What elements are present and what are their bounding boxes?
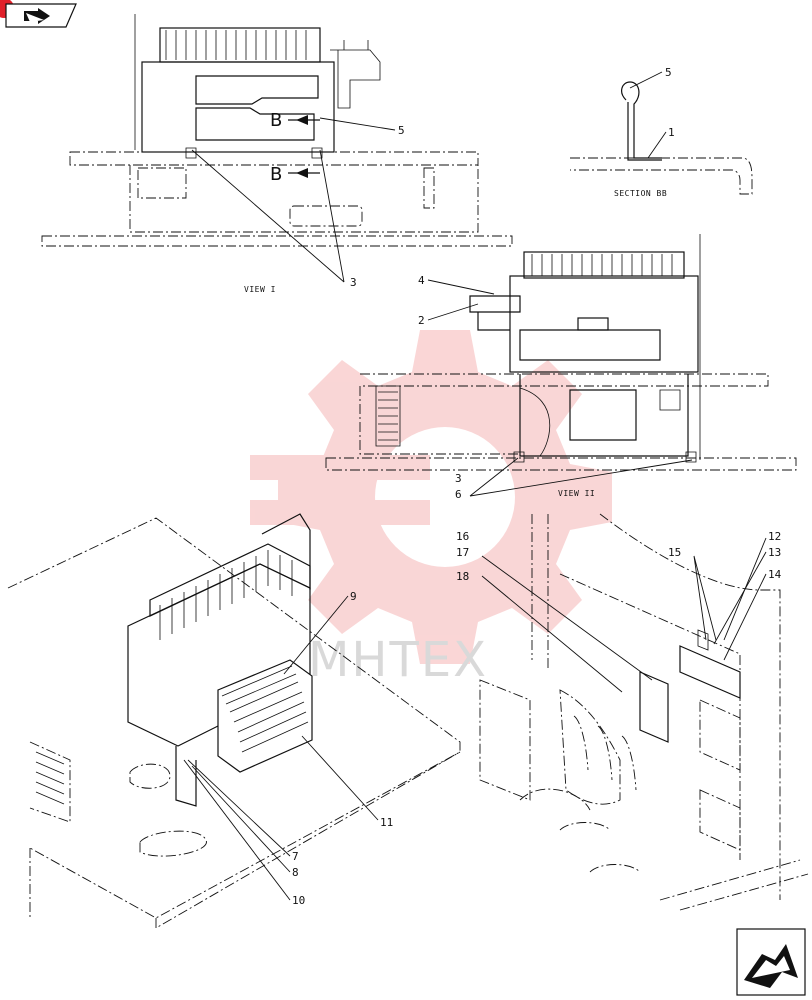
view-2-label: VIEW II [558,489,595,498]
callout-15: 15 [668,546,681,559]
callout-2: 2 [418,314,425,327]
callout-8: 8 [292,866,299,879]
back-button[interactable] [0,0,77,28]
callout-14: 14 [768,568,782,581]
watermark-gear-logo [250,330,612,664]
callout-5-section: 5 [665,66,672,79]
forward-arrow-icon [744,944,798,988]
callout-16: 16 [456,530,469,543]
callout-9: 9 [350,590,357,603]
callout-3-view2: 3 [455,472,462,485]
section-bb-label: SECTION BB [614,189,667,198]
callout-4: 4 [418,274,425,287]
callout-3-view1: 3 [350,276,357,289]
callout-10: 10 [292,894,305,907]
callout-5-view1: 5 [398,124,405,137]
section-marker-b-upper: B [270,110,320,131]
section-bb-drawing [570,81,753,195]
callout-11: 11 [380,816,393,829]
callout-7: 7 [292,850,299,863]
view-2-drawing [325,234,797,471]
callout-12: 12 [768,530,781,543]
svg-text:B: B [270,110,282,131]
callout-17: 17 [456,546,469,559]
callout-1: 1 [668,126,675,139]
view-1-label: VIEW I [244,285,276,294]
svg-text:B: B [270,164,282,185]
callout-6: 6 [455,488,462,501]
view-1-drawing [41,14,513,247]
forward-button[interactable] [736,928,806,996]
section-marker-b-lower: B [270,164,320,185]
back-arrow-icon [24,8,50,24]
watermark-text: MHTEX [308,632,488,688]
callout-18: 18 [456,570,469,583]
callout-13: 13 [768,546,781,559]
isometric-left-drawing [7,513,461,929]
